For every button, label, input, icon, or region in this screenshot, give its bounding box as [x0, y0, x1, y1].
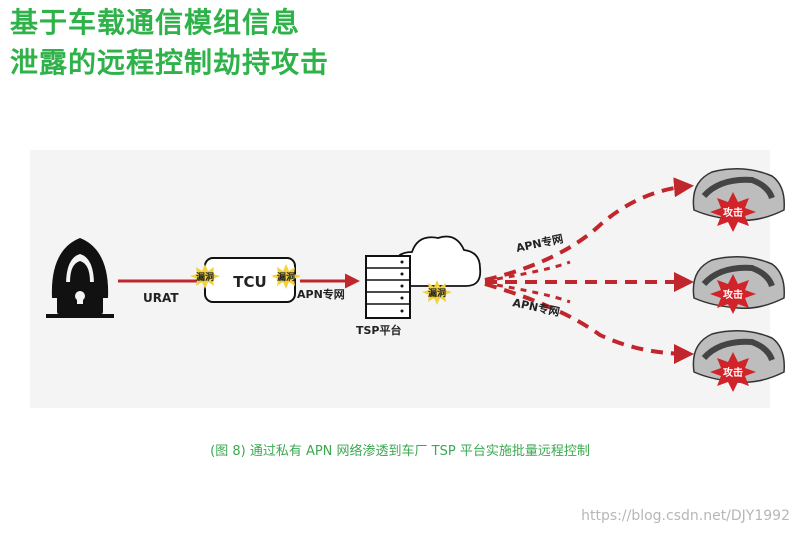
title-line-2: 泄露的远程控制劫持攻击 — [10, 46, 330, 79]
tsp-label: TSP平台 — [356, 323, 402, 337]
vuln-label-2: 漏洞 — [277, 271, 295, 283]
attack-arrow-stub-upper — [484, 260, 571, 283]
vuln-label-3: 漏洞 — [428, 287, 446, 299]
vuln-burst-1: 漏洞 — [190, 264, 220, 289]
watermark: https://blog.csdn.net/DJY1992 — [581, 508, 790, 524]
vuln-label-1: 漏洞 — [196, 271, 214, 283]
attack-arrow-bottom — [484, 282, 694, 364]
vuln-burst-2: 漏洞 — [271, 264, 301, 289]
attack-label-1: 攻击 — [723, 206, 743, 219]
attack-burst-3: 攻击 — [710, 352, 756, 392]
apn-label-1: APN专网 — [297, 287, 345, 301]
tcu-box: TCU — [204, 257, 296, 303]
apn-label-3: APN专网 — [511, 295, 561, 319]
attack-label-2: 攻击 — [723, 288, 743, 301]
server-icon — [365, 255, 411, 319]
title-line-1: 基于车载通信模组信息 — [10, 6, 301, 39]
hacker-icon — [46, 238, 114, 318]
car-icon-3 — [692, 330, 785, 384]
attack-label-3: 攻击 — [723, 366, 743, 379]
apn-label-2: APN专网 — [515, 231, 565, 255]
attack-arrow-stub-lower — [484, 281, 571, 304]
figure-caption: (图 8) 通过私有 APN 网络渗透到车厂 TSP 平台实施批量远程控制 — [210, 444, 590, 459]
vuln-burst-3: 漏洞 — [422, 280, 452, 305]
attack-burst-2: 攻击 — [710, 274, 756, 314]
tcu-label: TCU — [233, 273, 266, 291]
car-icon-1 — [692, 168, 785, 222]
attack-burst-1: 攻击 — [710, 192, 756, 232]
urat-label: URAT — [143, 291, 179, 305]
attack-arrow-top — [484, 177, 694, 282]
